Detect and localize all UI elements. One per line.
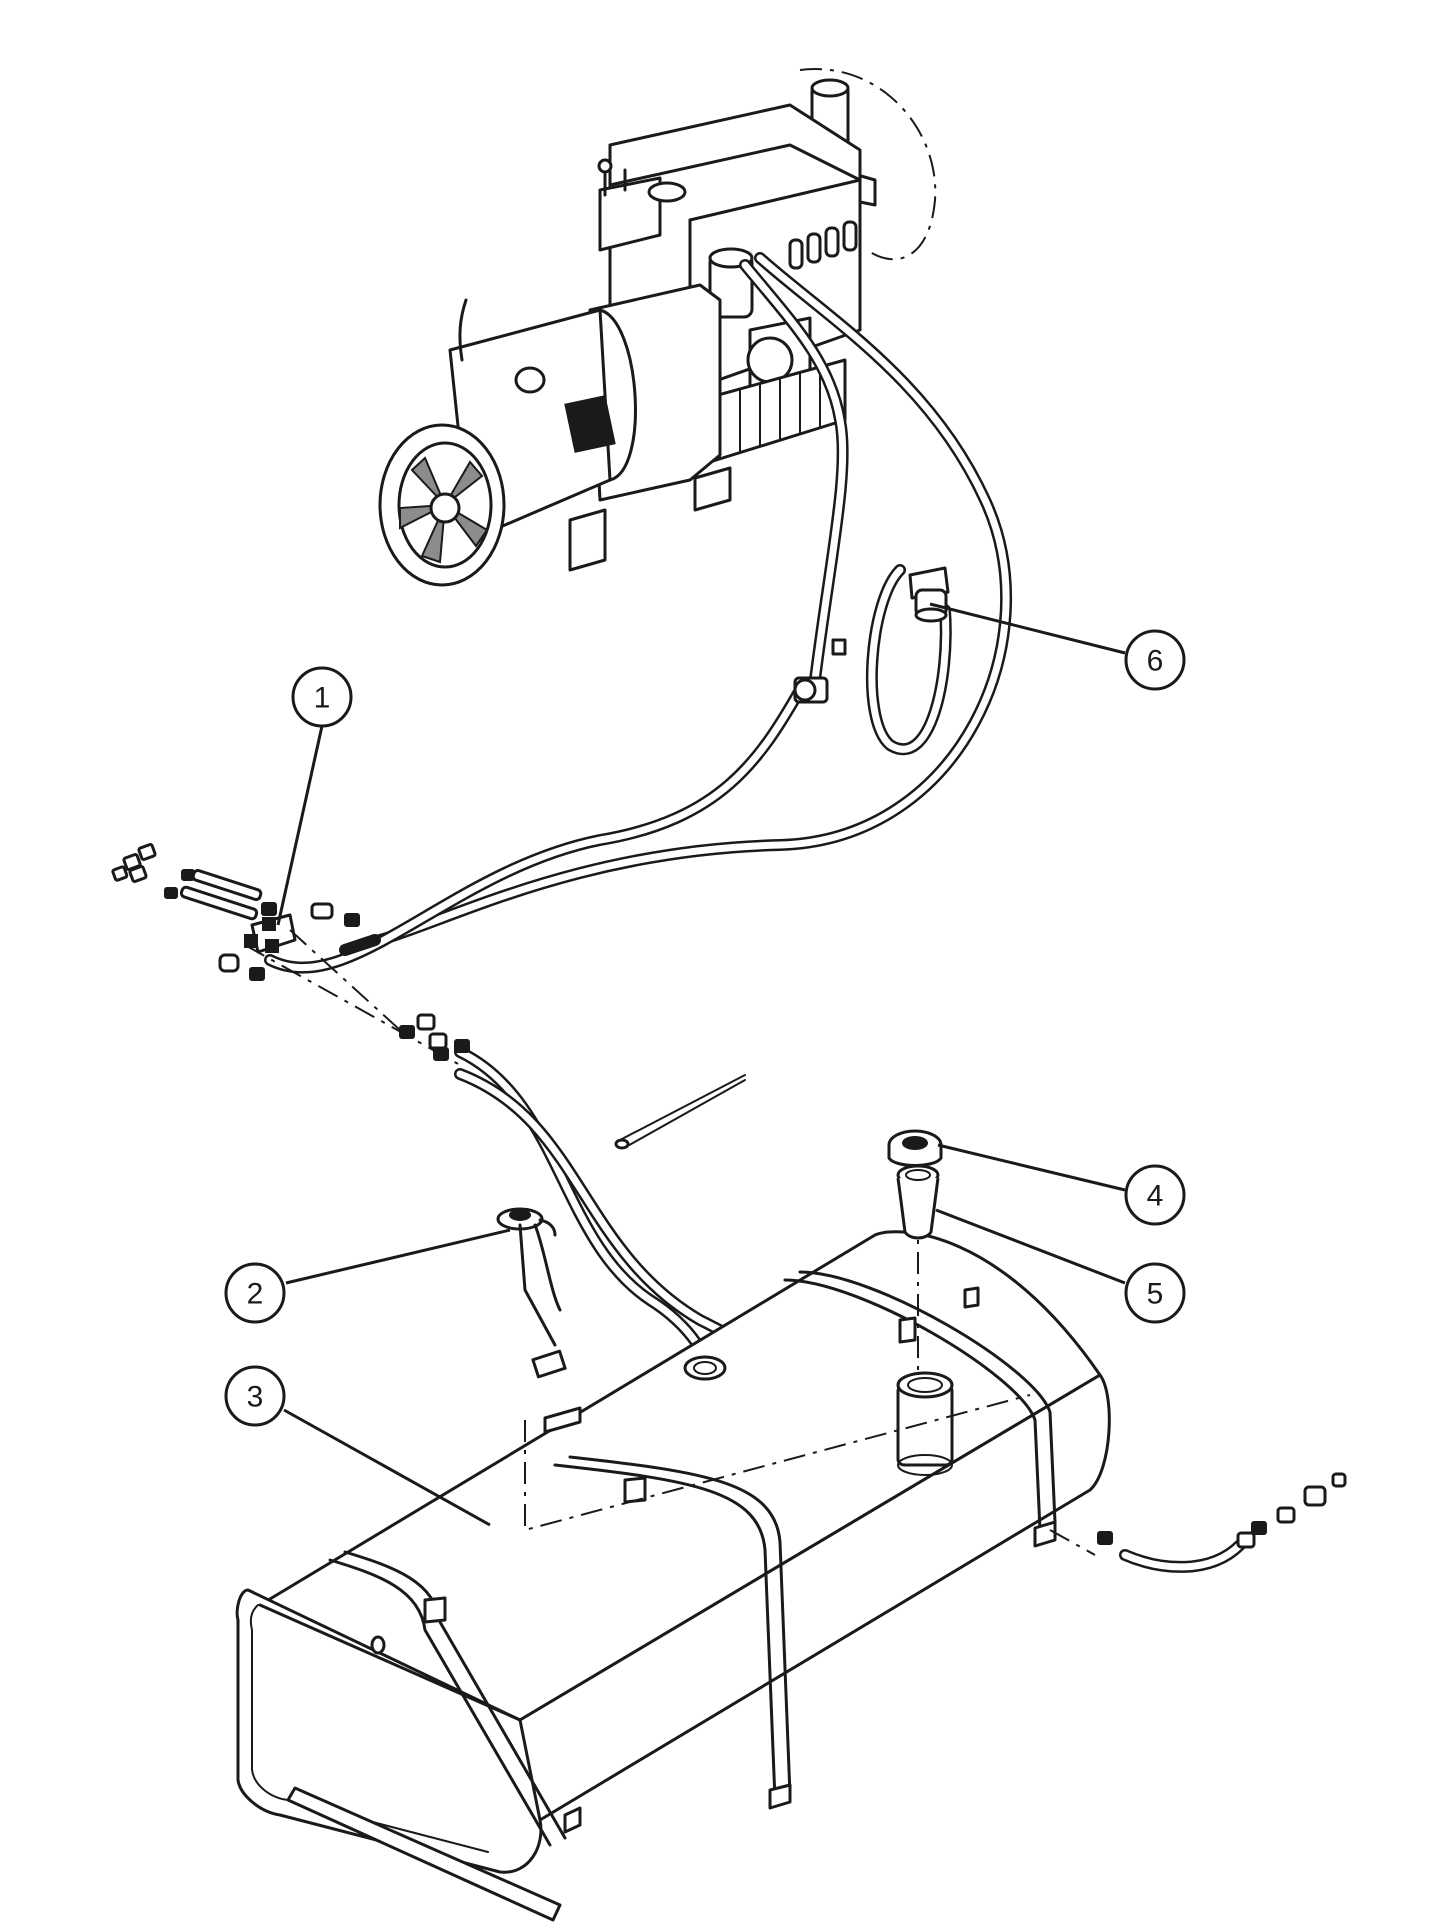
fan-spokes <box>399 456 489 564</box>
generator-foot <box>568 508 607 572</box>
manifold-centerline-2 <box>289 929 401 1031</box>
tank-strap-mid <box>553 1463 777 1802</box>
tank-top-edge <box>258 1603 522 1722</box>
stub-hose-outline <box>339 934 381 956</box>
hose-clamp <box>793 638 847 704</box>
fuel-gauge-sender <box>496 1207 567 1379</box>
injectors <box>788 220 858 270</box>
tank-filler-neck-base <box>897 1454 953 1476</box>
callout-5-label: 5 <box>1147 1278 1164 1311</box>
strap-bracket-4 <box>963 1286 980 1309</box>
callout-leaders <box>276 602 1126 1527</box>
tank-front-plate <box>370 1635 386 1655</box>
strap-foot-3 <box>1033 1520 1057 1548</box>
valve-cover <box>598 176 662 252</box>
leader-2 <box>285 1228 511 1285</box>
flywheel-outline <box>799 68 937 261</box>
leader-6 <box>929 602 1126 655</box>
callout-6-circle <box>1124 629 1186 691</box>
lifting-eyes <box>603 168 627 197</box>
exploded-fittings <box>111 843 470 1061</box>
generator-band <box>598 308 637 482</box>
cable-tie-edge <box>623 1079 746 1149</box>
tank-strap-right-2 <box>798 1270 1057 1524</box>
strap-bracket-2 <box>623 1476 647 1504</box>
callout-1-label: 1 <box>314 682 331 715</box>
water-separator <box>908 566 950 623</box>
generator-nameplate <box>564 395 616 453</box>
fitting-manifold <box>111 843 470 1066</box>
callout-3-label: 3 <box>247 1381 264 1414</box>
strap-bracket-3 <box>898 1316 917 1344</box>
separator-loop <box>868 566 950 753</box>
callout-3-circle <box>224 1365 286 1427</box>
supply-hose-upper <box>741 261 847 684</box>
return-hose <box>376 254 1010 944</box>
callout-2: 2 <box>224 1262 286 1324</box>
engine-generator-assembly <box>378 68 937 587</box>
leader-3 <box>283 1408 491 1527</box>
callout-5-circle <box>1124 1262 1186 1324</box>
callout-5: 5 <box>1124 1262 1186 1324</box>
lift-eye-1 <box>597 158 613 174</box>
supply-hose-lower <box>266 686 804 972</box>
cable-tie <box>619 1074 746 1141</box>
tank-grommet <box>683 1355 727 1381</box>
callout-1-circle <box>291 666 353 728</box>
strap-bracket-1 <box>423 1596 447 1624</box>
tank-sender-plate <box>543 1406 582 1434</box>
exhaust-cap <box>810 78 850 98</box>
callout-6: 6 <box>1124 629 1186 691</box>
strap-foot-2 <box>768 1783 792 1810</box>
callout-1: 1 <box>291 666 353 728</box>
callout-4-circle <box>1124 1164 1186 1226</box>
engine-foot <box>693 466 732 512</box>
strap-foot-1 <box>563 1806 582 1834</box>
callout-4: 4 <box>1124 1164 1186 1226</box>
tank-strap-left <box>328 1558 552 1847</box>
callout-2-circle <box>224 1262 286 1324</box>
generator-lift-eye <box>514 366 546 394</box>
drain-assembly-line <box>1049 1529 1096 1556</box>
generator-cable <box>458 298 468 362</box>
filler-strainer <box>896 1164 940 1240</box>
drain-hose <box>1121 1541 1244 1571</box>
oil-cap <box>647 181 687 203</box>
callout-3: 3 <box>224 1365 286 1427</box>
engine-head-line-2 <box>688 178 862 222</box>
tank-front-inset <box>249 1604 489 1853</box>
tank-strap-right <box>783 1278 1042 1532</box>
callout-2-label: 2 <box>247 1278 264 1311</box>
cable-tie-head <box>614 1138 630 1150</box>
callout-6-label: 6 <box>1147 645 1164 678</box>
fuel-tank <box>235 1210 1111 1874</box>
fuel-cap <box>887 1129 943 1167</box>
leader-4 <box>937 1143 1126 1192</box>
tank-grommet-hole <box>693 1361 717 1375</box>
engine-head-line <box>608 143 862 187</box>
leader-5 <box>935 1208 1126 1285</box>
tank-filler-opening <box>907 1377 943 1393</box>
ground-shadow <box>286 1786 562 1922</box>
tank-strap-mid-2 <box>568 1455 792 1797</box>
leader-1 <box>276 725 324 926</box>
fan-hub <box>429 492 461 524</box>
drain-fittings <box>1097 1472 1347 1549</box>
tank-top <box>258 1230 1102 1722</box>
tank-filler-neck-top <box>896 1371 954 1399</box>
callout-4-label: 4 <box>1147 1180 1164 1213</box>
